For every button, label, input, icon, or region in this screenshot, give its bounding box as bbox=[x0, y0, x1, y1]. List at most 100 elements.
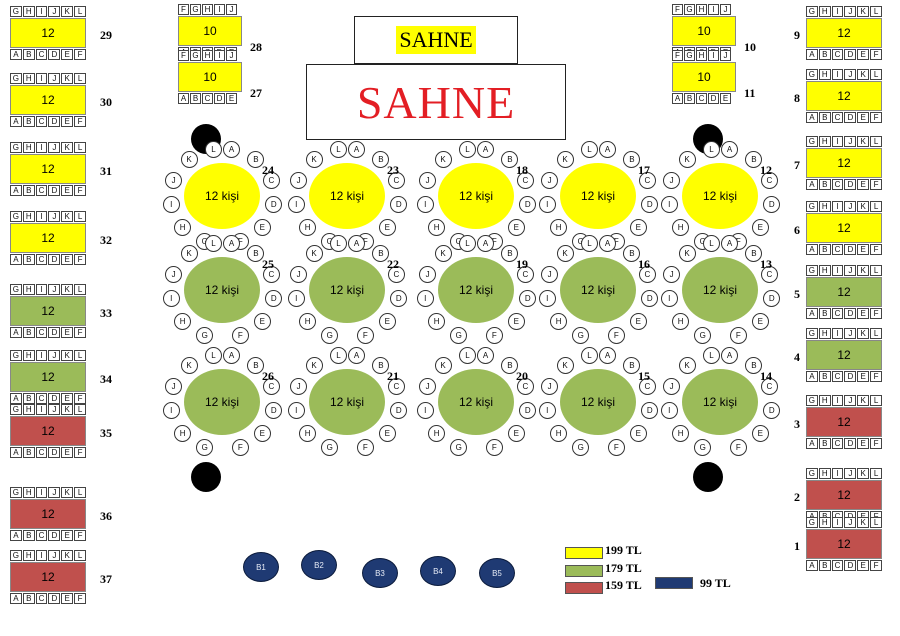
chair[interactable]: K bbox=[556, 245, 574, 263]
booth-seat[interactable]: B bbox=[22, 393, 35, 404]
booth-seat[interactable]: I bbox=[831, 6, 844, 17]
chair[interactable]: H bbox=[299, 424, 317, 442]
booth-seat[interactable]: A bbox=[178, 93, 189, 104]
chair[interactable]: D bbox=[641, 290, 659, 308]
chair[interactable]: L bbox=[702, 346, 720, 364]
booth-seat[interactable]: I bbox=[35, 404, 48, 415]
chair[interactable]: C bbox=[387, 171, 405, 189]
booth-seat[interactable]: G bbox=[806, 395, 818, 406]
booth-seat[interactable]: D bbox=[844, 112, 857, 123]
booth-seat[interactable]: E bbox=[61, 116, 74, 127]
chair[interactable]: G bbox=[321, 327, 339, 345]
booth-seat[interactable]: G bbox=[684, 4, 695, 15]
booth-seat[interactable]: J bbox=[48, 142, 61, 153]
chair[interactable]: K bbox=[180, 151, 198, 169]
booth-seat[interactable]: G bbox=[806, 6, 818, 17]
booth-seat[interactable]: F bbox=[870, 244, 882, 255]
chair[interactable]: L bbox=[204, 346, 222, 364]
booth-seat[interactable]: F bbox=[74, 49, 86, 60]
chair[interactable]: H bbox=[672, 312, 690, 330]
booth-seat[interactable]: B bbox=[22, 447, 35, 458]
booth-seat[interactable]: L bbox=[74, 487, 86, 498]
chair[interactable]: C bbox=[760, 377, 778, 395]
booth-seat[interactable]: A bbox=[806, 438, 818, 449]
chair[interactable]: B bbox=[247, 357, 265, 375]
chair[interactable]: G bbox=[196, 439, 214, 457]
round-table[interactable]: 12 kişi bbox=[438, 257, 514, 323]
booth-seat[interactable]: C bbox=[35, 185, 48, 196]
booth-seat[interactable]: E bbox=[61, 393, 74, 404]
booth-seat[interactable]: B bbox=[22, 593, 35, 604]
booth-seat[interactable]: A bbox=[10, 185, 22, 196]
chair[interactable]: C bbox=[262, 265, 280, 283]
booth-seat[interactable]: A bbox=[672, 93, 683, 104]
booth-seat[interactable]: K bbox=[857, 517, 870, 528]
chair[interactable]: D bbox=[763, 290, 781, 308]
chair[interactable]: I bbox=[660, 290, 678, 308]
booth-seat[interactable]: I bbox=[35, 487, 48, 498]
booth-seat[interactable]: H bbox=[818, 6, 831, 17]
booth-seat[interactable]: D bbox=[844, 308, 857, 319]
booth-seat[interactable]: A bbox=[10, 254, 22, 265]
chair[interactable]: E bbox=[378, 312, 396, 330]
chair[interactable]: A bbox=[477, 234, 495, 252]
booth-seat[interactable]: L bbox=[74, 142, 86, 153]
chair[interactable]: I bbox=[162, 196, 180, 214]
booth-seat[interactable]: K bbox=[857, 136, 870, 147]
chair[interactable]: J bbox=[165, 265, 183, 283]
chair[interactable]: G bbox=[572, 327, 590, 345]
booth-seat[interactable]: C bbox=[831, 371, 844, 382]
chair[interactable]: J bbox=[165, 377, 183, 395]
booth-seat[interactable]: G bbox=[10, 550, 22, 561]
chair[interactable]: G bbox=[450, 439, 468, 457]
booth-seat[interactable]: H bbox=[202, 50, 213, 61]
booth-seat[interactable]: H bbox=[22, 73, 35, 84]
booth-seat[interactable]: E bbox=[857, 49, 870, 60]
booth-seat[interactable]: L bbox=[870, 395, 882, 406]
booth-seat[interactable]: L bbox=[74, 404, 86, 415]
booth-seat[interactable]: F bbox=[178, 50, 189, 61]
chair[interactable]: B bbox=[501, 151, 519, 169]
chair[interactable]: F bbox=[231, 439, 249, 457]
booth-seat[interactable]: D bbox=[48, 593, 61, 604]
chair[interactable]: L bbox=[329, 346, 347, 364]
booth-seat[interactable]: H bbox=[696, 50, 707, 61]
chair[interactable]: G bbox=[321, 439, 339, 457]
chair[interactable]: H bbox=[174, 218, 192, 236]
booth-seat[interactable]: A bbox=[10, 393, 22, 404]
round-table[interactable]: 12 kişi bbox=[682, 369, 758, 435]
round-table[interactable]: 12 kişi bbox=[560, 257, 636, 323]
chair[interactable]: L bbox=[580, 346, 598, 364]
booth-seat[interactable]: B bbox=[22, 185, 35, 196]
booth-seat[interactable]: C bbox=[831, 244, 844, 255]
chair[interactable]: J bbox=[663, 171, 681, 189]
round-table[interactable]: 12 kişi bbox=[560, 369, 636, 435]
bar-seat[interactable]: B1 bbox=[243, 552, 279, 582]
booth-seat[interactable]: A bbox=[10, 530, 22, 541]
booth-seat[interactable]: L bbox=[870, 136, 882, 147]
chair[interactable]: B bbox=[623, 245, 641, 263]
booth-seat[interactable]: J bbox=[48, 6, 61, 17]
chair[interactable]: B bbox=[623, 151, 641, 169]
booth-seat[interactable]: F bbox=[74, 327, 86, 338]
booth-seat[interactable]: A bbox=[806, 244, 818, 255]
chair[interactable]: J bbox=[541, 265, 559, 283]
booth-seat[interactable]: L bbox=[870, 328, 882, 339]
chair[interactable]: L bbox=[458, 234, 476, 252]
booth-seat[interactable]: H bbox=[818, 265, 831, 276]
chair[interactable]: L bbox=[580, 234, 598, 252]
chair[interactable]: J bbox=[419, 265, 437, 283]
round-table[interactable]: 12 kişi bbox=[184, 369, 260, 435]
booth-seat[interactable]: I bbox=[831, 265, 844, 276]
booth-seat[interactable]: L bbox=[74, 284, 86, 295]
booth-seat[interactable]: C bbox=[35, 530, 48, 541]
booth-seat[interactable]: G bbox=[684, 50, 695, 61]
booth-seat[interactable]: D bbox=[844, 438, 857, 449]
booth-seat[interactable]: L bbox=[870, 468, 882, 479]
booth-seat[interactable]: D bbox=[48, 447, 61, 458]
